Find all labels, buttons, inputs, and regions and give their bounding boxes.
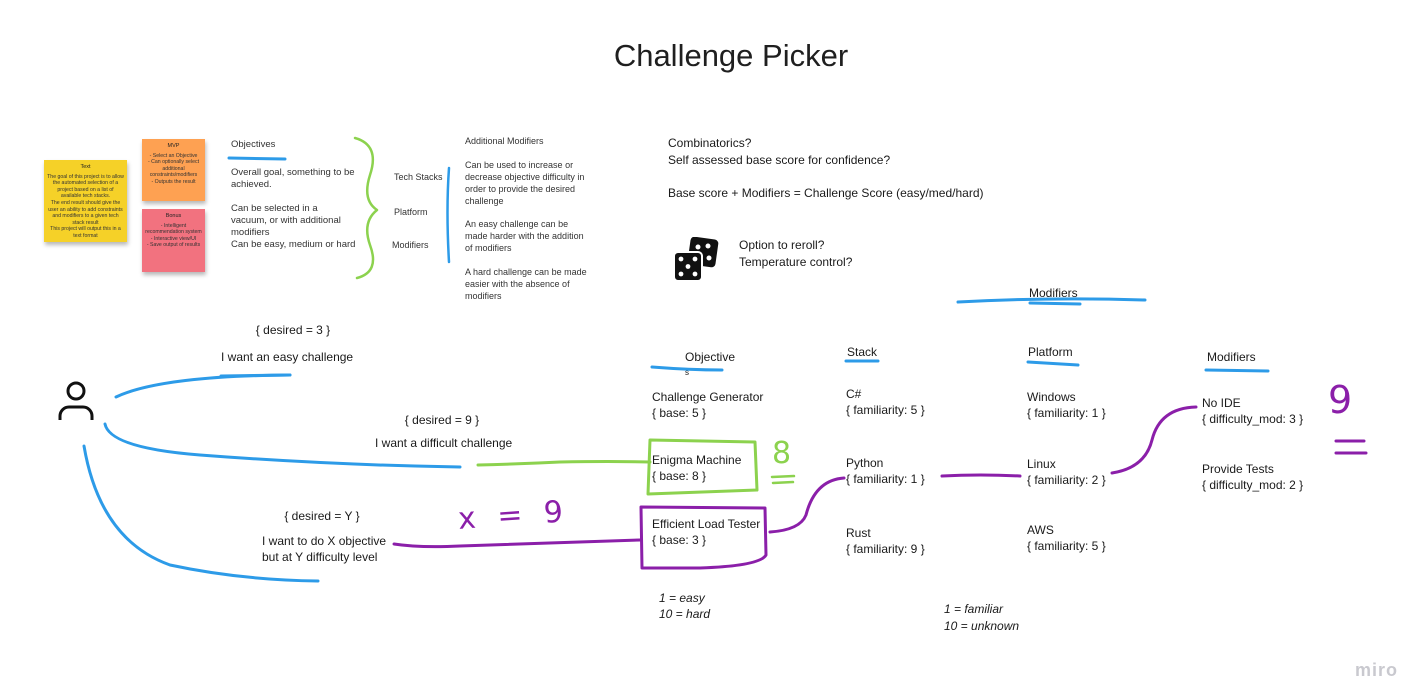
objectives-line-1: Overall goal, something to be achieved. [231,167,355,190]
platform-column-header: Platform [1028,345,1073,359]
objective-name: Efficient Load Tester [652,517,761,531]
modifiers-group-header: Modifiers [1029,286,1078,300]
brace-label-platform: Platform [394,207,428,217]
request-1-text: I want an easy challenge [221,350,354,364]
platform-name: Windows [1027,390,1076,404]
modifier-name: Provide Tests [1202,462,1274,476]
platform-underline [1026,360,1080,367]
purple-connector-request [392,538,642,549]
objective-score: { base: 5 } [652,406,707,420]
brace-blue [446,166,451,264]
brace-green [353,136,379,280]
purple-x-equals-annotation: x = 9 [456,494,571,537]
objective-item[interactable]: Challenge Generator { base: 5 } [652,389,763,421]
sticky-body: - Select an Objective - Can optionally s… [147,152,200,185]
stack-item[interactable]: Python { familiarity: 1 } [846,455,925,487]
stack-name: Rust [846,526,871,540]
request-3-desired: { desired = Y } [284,509,360,523]
brace-label-tech-stacks: Tech Stacks [394,172,443,182]
platform-item[interactable]: Linux { familiarity: 2 } [1027,456,1106,488]
platform-item[interactable]: AWS { familiarity: 5 } [1027,522,1106,554]
platform-item[interactable]: Windows { familiarity: 1 } [1027,389,1106,421]
user-icon [58,381,94,420]
objective-column-header-suffix: s [685,368,689,377]
sticky-body: The goal of this project is to allow the… [47,173,124,239]
stack-item[interactable]: C# { familiarity: 5 } [846,386,925,418]
platform-score: { familiarity: 5 } [1027,539,1106,553]
objectives-line-2: Can be selected in a vacuum, or with add… [231,203,341,238]
stack-score: { familiarity: 9 } [846,542,925,556]
board-title: Challenge Picker [613,38,849,73]
objectives-line-3: Can be easy, medium or hard [231,239,356,250]
request-2-text: I want a difficult challenge [375,436,513,450]
connector-easy [114,373,292,399]
objective-score: { base: 8 } [652,469,707,483]
objective-item[interactable]: Efficient Load Tester { base: 3 } [652,516,760,548]
modifier-item[interactable]: Provide Tests { difficulty_mod: 2 } [1202,461,1303,493]
dice-icon [673,237,719,282]
stack-name: C# [846,387,862,401]
objective-name: Challenge Generator [652,390,764,404]
purple-nine-annotation: 9 [1328,378,1353,422]
sticky-note-goal[interactable]: Text The goal of this project is to allo… [44,160,127,242]
sticky-title: MVP [167,143,180,149]
request-1-desired: { desired = 3 } [255,323,331,337]
objectives-underline [227,156,287,161]
objective-item[interactable]: Enigma Machine { base: 8 } [652,452,741,484]
question-base-score: Self assessed base score for confidence? [668,153,891,167]
additional-modifiers-p3: A hard challenge can be made easier with… [465,267,587,301]
objective-score: { base: 3 } [652,533,707,547]
desired-3-underline [219,373,292,378]
request-2-desired: { desired = 9 } [404,413,480,427]
modifier-name: No IDE [1202,396,1241,410]
platform-score: { familiarity: 2 } [1027,473,1106,487]
additional-modifiers-heading: Additional Modifiers [465,136,544,146]
modifiers-small-underline [1028,301,1082,306]
objective-column-header: Objective [685,350,736,364]
modifiers-column-header: Modifiers [1207,350,1256,364]
stack-score: { familiarity: 1 } [846,472,925,486]
sticky-note-bonus[interactable]: Bonus - Intelligent recommendation syste… [142,209,205,272]
modifier-score: { difficulty_mod: 2 } [1202,478,1304,492]
green-eight-annotation: 8 [772,436,792,471]
green-connector [476,460,652,467]
purple-connector-modifier [1110,405,1198,475]
additional-modifiers-p2: An easy challenge can be made harder wit… [465,219,584,253]
stack-name: Python [846,456,884,470]
platform-name: AWS [1027,523,1054,537]
platform-name: Linux [1027,457,1056,471]
question-combinatorics: Combinatorics? [668,136,752,150]
familiarity-scale-high: 10 = unknown [944,619,1020,633]
base-scale-hard: 10 = hard [659,607,711,621]
purple-connector-stack [768,476,846,534]
stack-column-header: Stack [847,345,878,359]
green-eight-underline [770,474,796,485]
objectives-heading: Objectives [231,139,276,150]
stack-score: { familiarity: 5 } [846,403,925,417]
brace-label-modifiers: Modifiers [392,240,429,250]
additional-modifiers-p1: Can be used to increase or decrease obje… [465,160,585,206]
purple-connector-platform [940,473,1022,478]
modifier-score: { difficulty_mod: 3 } [1202,412,1304,426]
platform-score: { familiarity: 1 } [1027,406,1106,420]
modifiers-underline [1204,368,1270,373]
sticky-title: Bonus [165,213,182,219]
stack-item[interactable]: Rust { familiarity: 9 } [846,525,925,557]
sticky-title: Text [80,164,91,170]
sticky-body: - Intelligent recommendation system - In… [145,222,202,249]
modifier-item[interactable]: No IDE { difficulty_mod: 3 } [1202,395,1303,427]
miro-logo: miro [1354,660,1398,680]
request-3-text: I want to do X objective but at Y diffic… [262,534,387,564]
base-scale-easy: 1 = easy [659,591,705,605]
sticky-note-mvp[interactable]: MVP - Select an Objective - Can optional… [142,139,205,201]
objective-name: Enigma Machine [652,453,742,467]
question-temperature: Temperature control? [739,255,853,269]
score-formula: Base score + Modifiers = Challenge Score… [668,186,984,200]
question-reroll: Option to reroll? [739,238,825,252]
purple-nine-underline [1334,439,1368,455]
familiarity-scale-low: 1 = familiar [944,602,1004,616]
